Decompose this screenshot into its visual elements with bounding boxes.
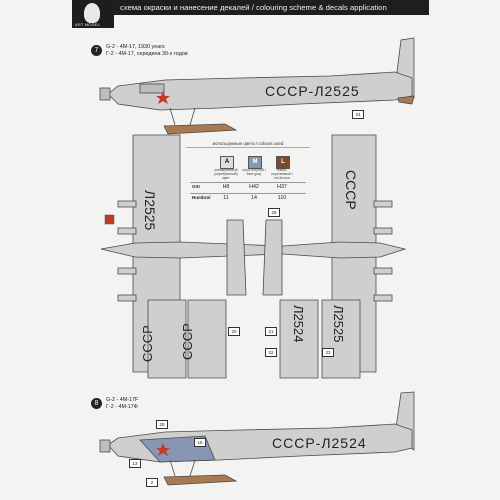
swatch-name: тёмно-коричневый / red brown — [271, 168, 293, 180]
swatch-name: серо-голубой / blue gray — [242, 168, 266, 176]
fuselage-bottom — [274, 241, 407, 259]
nose-engine — [99, 87, 111, 101]
scheme-badge-1: 7 — [91, 45, 102, 56]
wing-panel-2 — [187, 299, 227, 379]
logo-text: ART MODEL — [75, 22, 100, 27]
ref-callout: 24 — [352, 110, 364, 119]
red-star-icon — [156, 443, 170, 456]
row-divider — [190, 193, 306, 194]
ref-callout: 26 — [268, 208, 280, 217]
engine-pod — [117, 200, 137, 208]
caption-line: Г-2 - 4M-17Ф — [106, 403, 138, 410]
profile-1-caption: G-2 - 4M-17, 1930 years Г-2 - 4M-17, сер… — [106, 44, 188, 57]
caption-line: G-2 - 4M-17F — [106, 397, 139, 403]
wing-panel-3-text: Л2524 — [291, 305, 306, 342]
plan-left-registration: Л2525 — [142, 190, 158, 231]
engine-pod — [117, 227, 137, 235]
swatch-name: алюминиевый (серебристый) цвет — [214, 168, 238, 180]
float — [163, 123, 238, 135]
table-cell: 11 — [223, 195, 229, 201]
engine-pod — [373, 227, 393, 235]
swatch-red-brown: L — [276, 156, 290, 169]
float-strut — [189, 107, 196, 126]
registration-2: СССР-Л2524 — [272, 435, 367, 451]
page-title: схема окраски и нанесение декалей / colo… — [114, 0, 429, 15]
scheme-badge-2: 8 — [91, 398, 102, 409]
swatch-blue-gray: M — [248, 156, 262, 169]
table-cell: H8 — [222, 184, 230, 190]
table-cell: H37 — [277, 184, 287, 190]
red-star-callout — [104, 214, 115, 225]
ref-callout: 13 — [129, 459, 141, 468]
side-view-2 — [99, 391, 415, 486]
engine-pod — [117, 294, 137, 302]
wing-panel-4-text: Л2525 — [331, 305, 346, 342]
stabiliser-bottom — [262, 219, 283, 296]
row-label: GSI — [192, 184, 200, 189]
float-2 — [163, 474, 238, 486]
float-strut — [169, 107, 176, 126]
legend-title: используемые цвета / colours used — [186, 141, 310, 148]
red-star-icon — [156, 91, 170, 104]
ref-callout: 25 — [156, 420, 168, 429]
side-view-1 — [99, 37, 415, 135]
engine-pod — [373, 200, 393, 208]
plan-right-registration: СССР — [343, 170, 359, 210]
ref-callout: 2 — [146, 478, 158, 487]
engine-pod — [117, 267, 137, 275]
engine-pod — [373, 294, 393, 302]
tail-ski — [397, 95, 415, 105]
profile-2-caption: G-2 - 4M-17F Г-2 - 4M-17Ф — [106, 397, 138, 410]
row-label: Humbrol — [192, 195, 211, 200]
fuselage-top — [100, 241, 292, 259]
table-cell: 110 — [277, 195, 287, 201]
brand-logo: ART MODEL — [72, 0, 114, 28]
table-cell: H42 — [249, 184, 259, 190]
wing-panel-3 — [279, 299, 319, 379]
colours-legend: используемые цвета / colours used A M L … — [186, 141, 310, 209]
registration-1: СССР-Л2525 — [265, 83, 360, 99]
stabiliser — [226, 219, 247, 296]
wing-panel-2-text: СССР — [180, 323, 195, 360]
row-divider — [190, 182, 306, 183]
engine-nacelle — [139, 83, 165, 94]
caption-line: Г-2 - 4M-17, середина 30-х годов — [106, 50, 188, 57]
ref-callout: 22 — [265, 348, 277, 357]
ref-callout: 23 — [322, 348, 334, 357]
float-strut — [169, 459, 176, 477]
float-strut — [189, 459, 196, 477]
table-cell: 14 — [251, 195, 257, 201]
engine-pod — [373, 267, 393, 275]
wing-panel-1-text: СССР — [140, 325, 155, 362]
caption-line: G-2 - 4M-17, 1930 years — [106, 44, 165, 50]
spartan-helmet-logo-icon — [84, 3, 100, 23]
nose-engine-2 — [99, 439, 111, 453]
ref-callout: 20 — [228, 327, 240, 336]
swatch-aluminium: A — [220, 156, 234, 169]
wing-panel-1 — [147, 299, 187, 379]
ref-callout: 21 — [265, 327, 277, 336]
wing-panels — [147, 299, 361, 379]
fuselage — [107, 71, 413, 111]
ref-callout: 18 — [194, 438, 206, 447]
